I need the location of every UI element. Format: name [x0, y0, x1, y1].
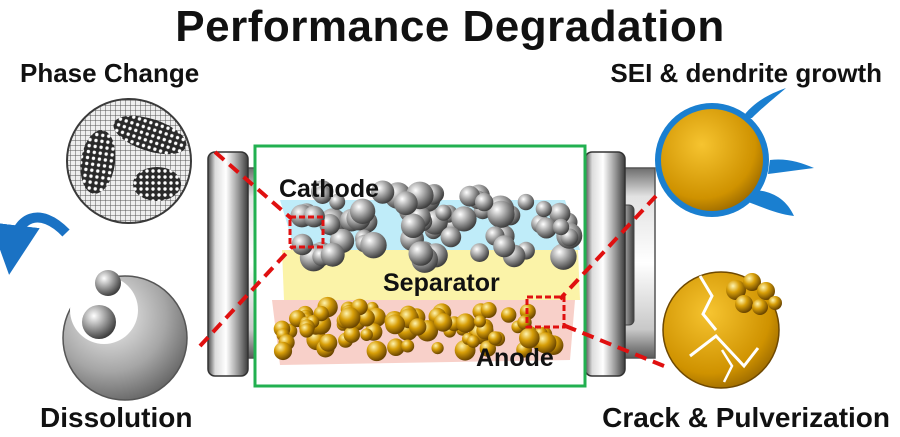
cathode-particle: [303, 205, 325, 228]
cathode-particle: [535, 200, 552, 218]
cathode-highlight-box: [288, 215, 325, 249]
anode-particle: [366, 340, 387, 362]
cathode-particle: [550, 243, 577, 270]
cathode-particle: [313, 185, 332, 204]
label-phase-change: Phase Change: [20, 58, 200, 88]
anode-particle: [535, 332, 557, 354]
label-cathode: Cathode: [279, 175, 379, 203]
anode-particle: [488, 331, 502, 346]
anode-particle: [519, 327, 540, 349]
cathode-particle: [470, 243, 489, 262]
cathode-particle: [408, 241, 434, 266]
battery-cap-left: [207, 151, 249, 377]
anode-particle: [501, 307, 517, 323]
cathode-particle: [400, 213, 426, 238]
label-crack-pulverization: Crack & Pulverization: [602, 402, 890, 433]
label-separator: Separator: [383, 269, 500, 297]
anode-particle: [299, 323, 314, 338]
anode-particle: [431, 342, 444, 355]
crack-pulverization-disc: [662, 271, 782, 389]
anode-particle: [343, 326, 360, 343]
cathode-particle: [552, 218, 570, 236]
anode-particle: [466, 335, 480, 348]
cathode-particle: [435, 204, 452, 221]
phase-change-disc: [66, 98, 192, 224]
cathode-particle: [474, 192, 494, 212]
cathode-particle: [440, 226, 462, 248]
anode-particle: [480, 302, 497, 318]
anode-particle: [433, 313, 453, 332]
anode-particle: [473, 315, 486, 328]
cathode-particle: [535, 217, 557, 239]
anode-particle: [455, 313, 476, 333]
cathode-particle: [329, 193, 346, 210]
cathode-particle: [451, 206, 477, 232]
cathode-particle: [493, 235, 516, 258]
cathode-particle: [517, 193, 535, 211]
dissolution-disc: [0, 212, 188, 401]
anode-particle: [319, 333, 338, 352]
diagram-title: Performance Degradation: [175, 2, 725, 51]
line-to-phase-change: [213, 150, 294, 221]
anode-particle: [339, 307, 361, 329]
cathode-particle: [459, 185, 481, 207]
sei-dendrite-disc: [655, 88, 814, 217]
anode-particles: [273, 296, 564, 362]
anode-particle: [401, 339, 415, 353]
connector-lines: [198, 150, 665, 368]
cathode-particle: [549, 202, 571, 224]
anode-highlight-box: [525, 295, 566, 329]
anode-particle: [385, 314, 406, 335]
anode-particle: [360, 328, 373, 342]
anode-particle: [479, 340, 496, 357]
line-to-dissolution: [198, 245, 294, 348]
cathode-particle: [393, 191, 418, 216]
cathode-particle: [487, 200, 515, 228]
cathode-particle: [349, 198, 376, 224]
cathode-particle: [371, 180, 395, 204]
anode-particle: [409, 318, 427, 336]
anode-particle: [273, 341, 293, 361]
label-dissolution: Dissolution: [40, 402, 193, 433]
cathode-particle: [291, 233, 313, 256]
cathode-particle: [320, 242, 345, 267]
cathode-particle: [360, 232, 387, 259]
cathode-particles: [290, 180, 583, 273]
curved-arrow-icon: [0, 212, 70, 275]
label-anode: Anode: [476, 344, 554, 372]
anode-particle: [387, 338, 405, 357]
label-sei-dendrite: SEI & dendrite growth: [610, 58, 882, 88]
line-to-sei: [558, 194, 658, 301]
